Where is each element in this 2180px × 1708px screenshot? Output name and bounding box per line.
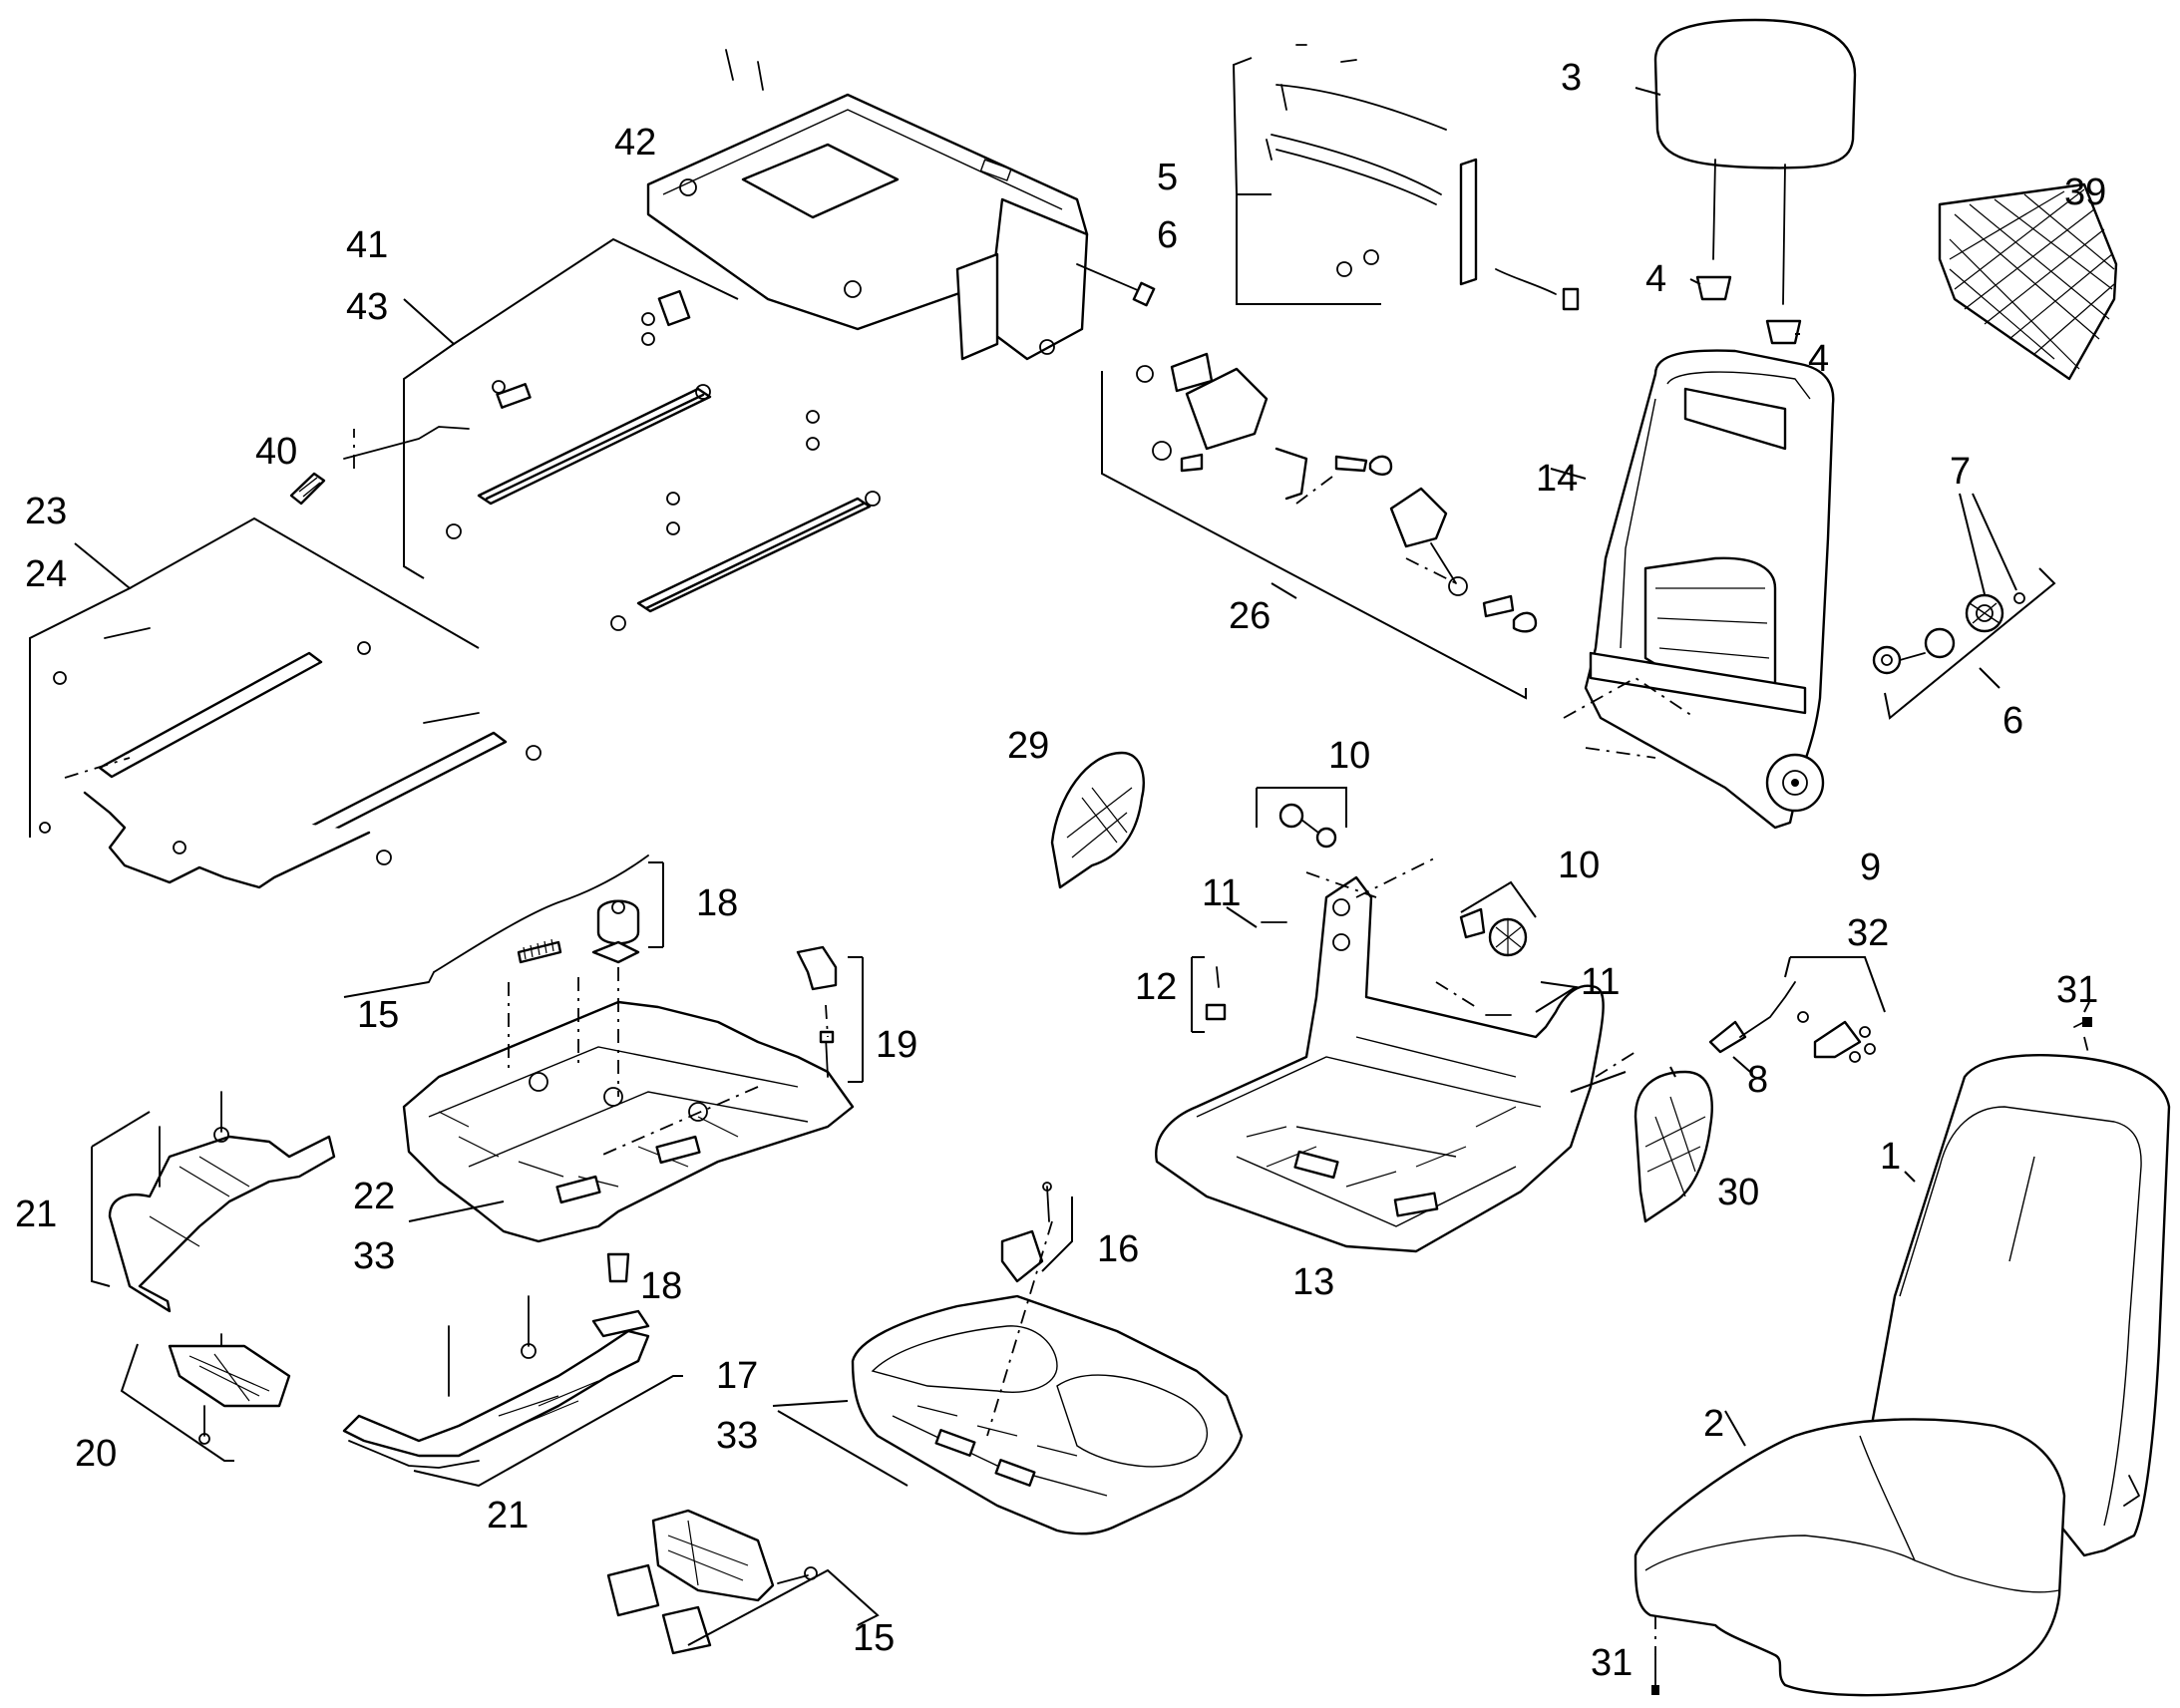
alignment-lines (64, 429, 2090, 1655)
callout-labels: 42 41 43 40 23 24 5 6 3 4 4 39 14 7 6 26… (15, 57, 2106, 1684)
label-17: 17 (716, 1355, 758, 1397)
part-40-release-handle (289, 472, 326, 506)
label-40: 40 (255, 431, 297, 473)
part-5-6-backrest-cables (1266, 44, 1580, 311)
part-42-seat-base-frame (646, 49, 1156, 361)
part-30-side-cover (1634, 1070, 1713, 1223)
label-10-mid: 10 (1558, 845, 1600, 886)
label-4-right: 4 (1808, 338, 1829, 380)
part-8-9-32-recliner-lever (1708, 981, 1876, 1063)
part-16-clip (1000, 1182, 1052, 1283)
label-21-bottom: 21 (487, 1495, 529, 1537)
label-15-bottom: 15 (853, 1617, 895, 1659)
label-20: 20 (75, 1433, 117, 1475)
part-19-bracket (796, 945, 838, 1078)
part-3-4-headrest (1653, 18, 1857, 345)
part-14-backrest-frame (1584, 349, 1835, 830)
label-16: 16 (1097, 1228, 1139, 1270)
label-12: 12 (1135, 966, 1177, 1008)
part-6-7-recliner-knob (1872, 592, 2025, 675)
label-14: 14 (1536, 458, 1578, 500)
label-13: 13 (1292, 1261, 1334, 1303)
part-15-cover-pieces (606, 1509, 818, 1655)
label-33-top: 33 (353, 1235, 395, 1277)
label-3: 3 (1561, 57, 1582, 99)
label-6-top: 6 (1157, 214, 1178, 256)
label-43: 43 (346, 286, 388, 328)
label-19: 19 (876, 1024, 917, 1066)
label-4-left: 4 (1645, 258, 1666, 300)
label-24: 24 (25, 553, 67, 595)
part-21-side-trim-upper (108, 1091, 336, 1313)
label-31-top: 31 (2056, 969, 2098, 1011)
part-15-18-spring-mechanism (428, 854, 649, 1283)
part-20-latch (168, 1333, 291, 1445)
label-15-top: 15 (357, 994, 399, 1036)
label-31-bottom: 31 (1591, 1642, 1633, 1684)
label-9: 9 (1860, 847, 1881, 888)
label-5: 5 (1157, 157, 1178, 198)
label-21-left: 21 (15, 1194, 57, 1235)
part-29-side-cover (1050, 751, 1145, 889)
leader-lines (29, 57, 2090, 1646)
part-39-net-pocket (1938, 182, 2118, 381)
part-17-33-lower-seat-pan (851, 1294, 1244, 1536)
part-10-11-12-small-parts (1205, 803, 1528, 1021)
label-42: 42 (614, 122, 656, 164)
part-13-seat-cushion-frame (1155, 875, 1605, 1253)
label-11-right: 11 (1581, 961, 1620, 1003)
part-41-43-seat-rails (343, 289, 881, 631)
part-31-screws (1651, 1017, 2092, 1695)
label-10-top: 10 (1328, 735, 1370, 777)
label-23: 23 (25, 491, 67, 532)
label-11-left: 11 (1202, 872, 1241, 914)
label-39: 39 (2064, 171, 2106, 213)
label-30: 30 (1717, 1172, 1759, 1213)
part-22-33-seat-pan (402, 1000, 855, 1243)
label-8: 8 (1747, 1059, 1768, 1101)
part-23-24-slide-rails (39, 627, 542, 889)
label-22: 22 (353, 1176, 395, 1217)
label-18-top: 18 (696, 882, 738, 924)
part-26-seatbelt-assembly (1136, 352, 1538, 633)
label-29: 29 (1007, 725, 1049, 767)
label-33-bottom: 33 (716, 1415, 758, 1457)
label-26: 26 (1229, 595, 1271, 637)
label-18-bottom: 18 (640, 1265, 682, 1307)
label-41: 41 (346, 224, 388, 266)
part-2-seat-cushion (1634, 1418, 2066, 1697)
label-1: 1 (1880, 1136, 1901, 1178)
label-7: 7 (1950, 451, 1971, 493)
label-6-right: 6 (2002, 700, 2023, 742)
label-2: 2 (1703, 1403, 1724, 1445)
part-21-side-trim-lower (342, 1295, 650, 1469)
label-32: 32 (1847, 912, 1889, 954)
